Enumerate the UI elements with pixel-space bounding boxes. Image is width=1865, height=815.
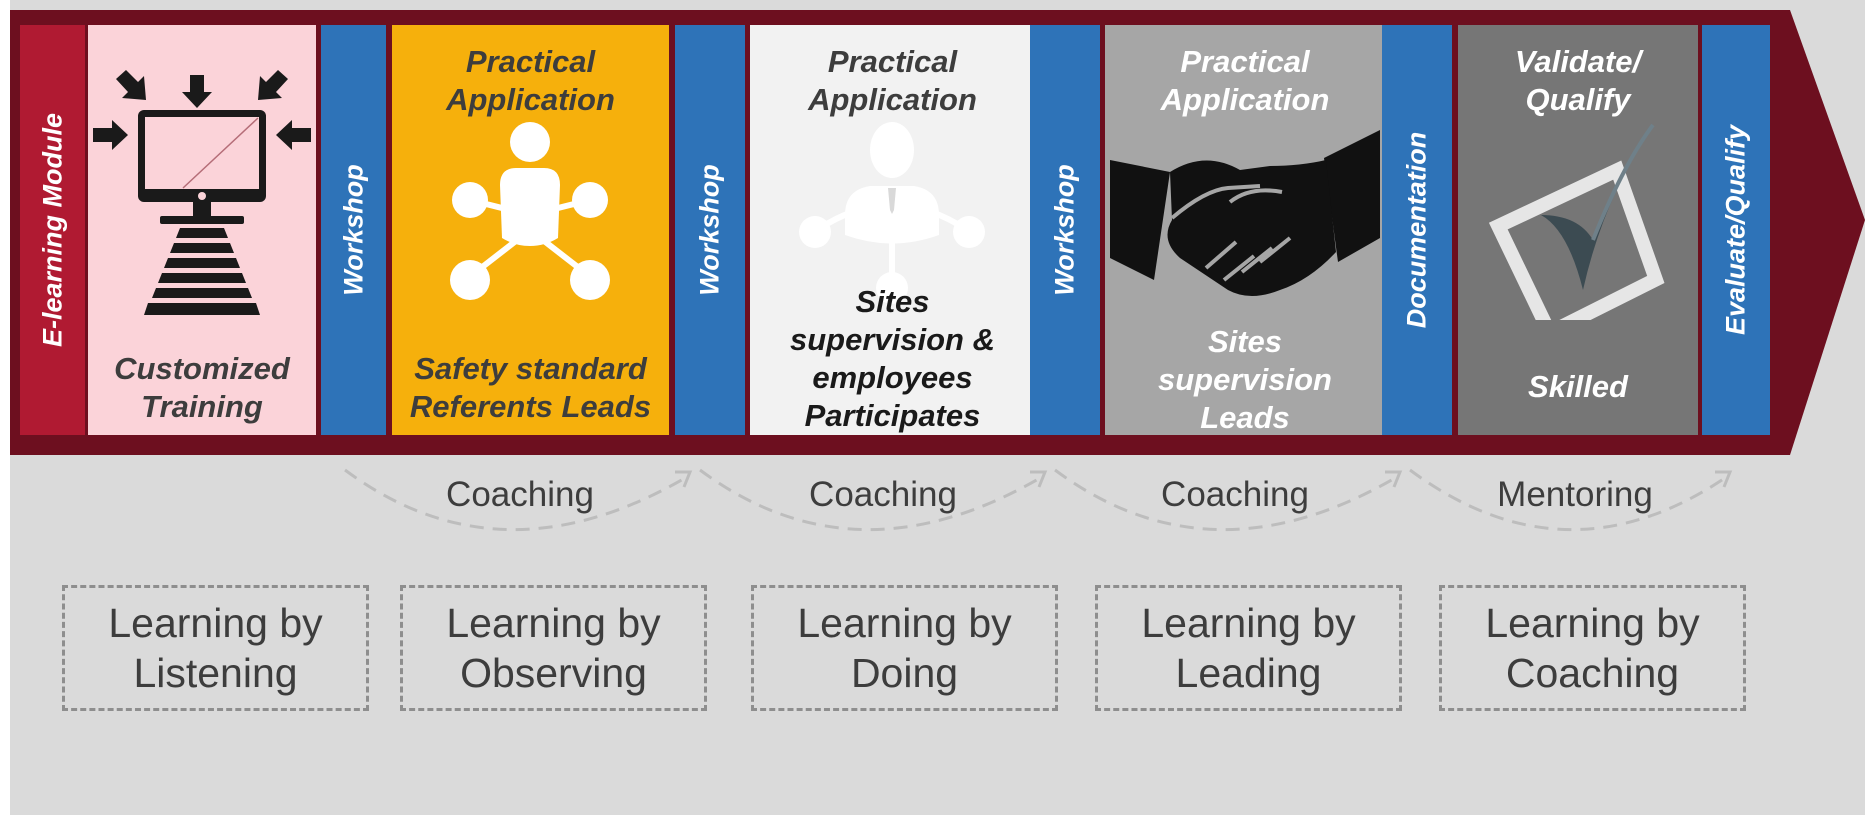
gold-panel-text: Safety standard Referents Leads <box>392 350 669 426</box>
gray-panel-heading: Practical Application <box>1105 43 1385 119</box>
gold-heading-1: Practical <box>465 44 596 79</box>
workshop-label-2: Workshop <box>694 164 725 296</box>
mentoring-label: Mentoring <box>1497 475 1653 514</box>
gray-line-2: supervision <box>1158 362 1332 397</box>
validate-heading-2: Qualify <box>1525 82 1631 117</box>
network-person-icon <box>450 122 610 300</box>
gold-line-2: Referents Leads <box>409 389 652 424</box>
practical-application-light-panel: Practical Application Sites supervision … <box>750 25 1035 435</box>
coaching-label-3: Coaching <box>1161 475 1309 514</box>
computer-arrows-icon <box>93 70 311 315</box>
learning-box-doing: Learning by Doing <box>751 585 1058 711</box>
coaching-label-1: Coaching <box>446 475 594 514</box>
light-panel-text: Sites supervision & employees Participat… <box>750 283 1035 435</box>
arrowhead-2 <box>1030 470 1048 488</box>
arrowhead-4 <box>1715 470 1733 488</box>
validate-heading: Validate/ Qualify <box>1458 43 1698 119</box>
coaching-arc-2 <box>699 468 1041 531</box>
learning-box-line-2: Observing <box>460 650 647 696</box>
learning-box-observing: Learning by Observing <box>400 585 707 711</box>
gold-heading-2: Application <box>446 82 615 117</box>
learning-box-line-1: Learning by <box>1485 600 1700 646</box>
customized-line-2: Training <box>141 389 263 424</box>
customized-training-text: Customized Training <box>88 350 316 426</box>
workshop-label-1: Workshop <box>338 164 368 296</box>
documentation-strip: Documentation <box>1382 25 1452 435</box>
light-line-4: Participates <box>804 398 981 433</box>
evaluate-qualify-label: Evaluate/Qualify <box>1720 124 1751 336</box>
gray-heading-2: Application <box>1160 82 1330 117</box>
gray-panel-text: Sites supervision Leads <box>1105 323 1385 435</box>
skilled-text: Skilled <box>1458 368 1698 406</box>
gold-line-1: Safety standard <box>414 351 647 386</box>
learning-box-line-1: Learning by <box>797 600 1012 646</box>
validate-qualify-panel: Validate/ Qualify Skilled <box>1458 25 1698 435</box>
coaching-arc-3 <box>1054 468 1396 531</box>
light-line-1: Sites <box>855 284 930 319</box>
learning-box-line-1: Learning by <box>108 600 323 646</box>
evaluate-qualify-strip: Evaluate/Qualify <box>1702 25 1770 435</box>
handshake-icon <box>1110 130 1380 296</box>
gold-panel-heading: Practical Application <box>392 43 669 119</box>
learning-box-line-1: Learning by <box>446 600 661 646</box>
skilled-line: Skilled <box>1528 369 1628 404</box>
workshop-strip-1: Workshop <box>321 25 386 435</box>
checkmark-icon <box>1488 123 1665 320</box>
learning-box-line-2: Coaching <box>1505 650 1680 696</box>
validate-heading-1: Validate/ <box>1514 44 1642 79</box>
elearning-module-label: E-learning Module <box>37 112 67 348</box>
coaching-arc-1 <box>344 468 686 531</box>
learning-box-coaching: Learning by Coaching <box>1439 585 1746 711</box>
gray-line-3: Leads <box>1200 400 1290 435</box>
learning-box-line-1: Learning by <box>1141 600 1356 646</box>
arrowhead-1 <box>675 470 693 488</box>
light-panel-heading: Practical Application <box>750 43 1035 119</box>
arrowhead-3 <box>1385 470 1403 488</box>
gray-line-1: Sites <box>1207 324 1283 359</box>
learning-box-line-2: Leading <box>1175 650 1322 696</box>
diagram-canvas: E-learning Module <box>10 0 1865 815</box>
workshop-strip-3: Workshop <box>1030 25 1100 435</box>
documentation-label: Documentation <box>1401 131 1432 329</box>
mentoring-arc <box>1409 468 1726 531</box>
customized-training-panel: Customized Training <box>88 25 316 435</box>
customized-line-1: Customized <box>114 351 290 386</box>
learning-box-leading: Learning by Leading <box>1095 585 1402 711</box>
light-line-2: supervision & <box>790 322 995 357</box>
light-heading-2: Application <box>808 82 977 117</box>
light-heading-1: Practical <box>827 44 958 79</box>
coaching-label-2: Coaching <box>809 475 957 514</box>
workshop-label-3: Workshop <box>1049 164 1080 296</box>
workshop-strip-2: Workshop <box>675 25 745 435</box>
elearning-module-strip: E-learning Module <box>20 25 85 435</box>
learning-box-line-2: Listening <box>133 650 298 696</box>
learning-box-line-2: Doing <box>850 650 959 696</box>
light-line-3: employees <box>812 360 973 395</box>
businessman-network-icon <box>799 122 985 304</box>
learning-box-listening: Learning by Listening <box>62 585 369 711</box>
practical-application-gold-panel: Practical Application Safety standard Re… <box>392 25 669 435</box>
practical-application-gray-panel: Practical Application Sites supervision … <box>1105 25 1385 435</box>
gray-heading-1: Practical <box>1180 44 1310 79</box>
